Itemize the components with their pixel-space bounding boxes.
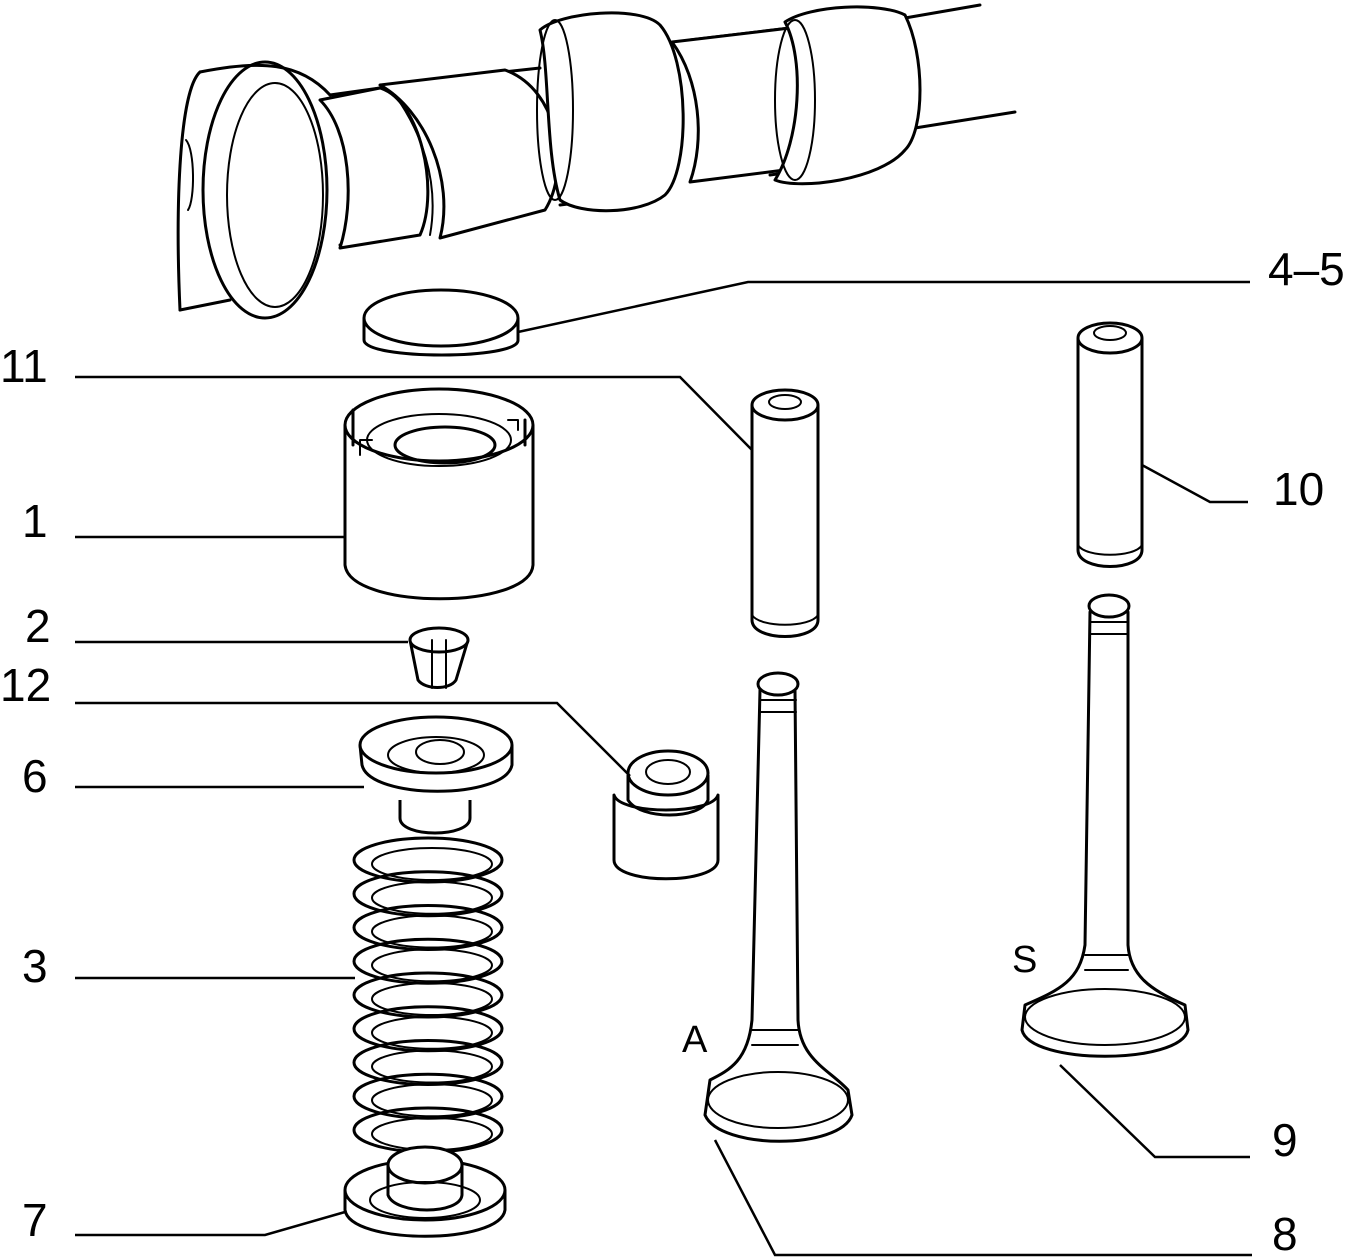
label-1: 1 [22, 495, 48, 547]
label-2: 2 [25, 600, 51, 652]
label-8: 8 [1272, 1208, 1298, 1259]
intake-valve [703, 671, 854, 1143]
spring-coil-inner [371, 880, 493, 915]
spring-retainer-upper [358, 715, 514, 835]
spring-seat-lower [343, 1145, 507, 1238]
valve-stem-seal [612, 749, 720, 881]
spring-coil-inner [371, 1117, 493, 1151]
label-7: 7 [22, 1194, 48, 1246]
label-12: 12 [0, 659, 51, 711]
spring-coil-outer [352, 971, 504, 1019]
spring-coil-outer [352, 870, 504, 918]
label-11: 11 [0, 340, 48, 392]
spring-coil-inner [371, 948, 493, 983]
leader-9 [1059, 1064, 1250, 1159]
label-10: 10 [1273, 463, 1324, 515]
camshaft [176, 3, 1017, 320]
shim-disc [362, 288, 520, 357]
spring-coil-outer [352, 1005, 504, 1053]
leader-4-5 [517, 280, 1250, 334]
valve-guide-exhaust [1076, 321, 1144, 568]
leader-8 [713, 1139, 1252, 1257]
label-exhaust-s: S [1012, 939, 1037, 981]
spring-coil-inner [371, 1049, 493, 1084]
spring-coil-outer [352, 904, 504, 951]
spring-coil-outer [352, 1039, 504, 1086]
label-4-5: 4–5 [1268, 243, 1345, 295]
exhaust-valve [1020, 593, 1190, 1058]
leader-12 [75, 701, 631, 777]
label-6: 6 [22, 750, 48, 802]
valve-collet [408, 626, 470, 689]
spring-coil-outer [352, 836, 504, 884]
leader-7 [75, 1210, 346, 1237]
valve-guide-intake [750, 388, 820, 638]
spring-coil-inner [371, 1083, 493, 1118]
leader-11 [75, 375, 753, 451]
spring-coil-inner [371, 914, 493, 949]
spring-coil-outer [352, 1106, 504, 1154]
spring-coil-outer [352, 937, 504, 985]
spring-coil-outer [352, 1072, 504, 1120]
spring-coil-inner [371, 847, 493, 881]
tappet-bucket [343, 387, 535, 601]
spring-coil-inner [371, 982, 493, 1016]
label-3: 3 [22, 940, 48, 992]
valve-spring [352, 836, 504, 1154]
spring-coil-inner [371, 1015, 493, 1050]
leader-10 [1141, 463, 1248, 504]
label-9: 9 [1272, 1114, 1298, 1166]
label-intake-a: A [682, 1019, 708, 1061]
